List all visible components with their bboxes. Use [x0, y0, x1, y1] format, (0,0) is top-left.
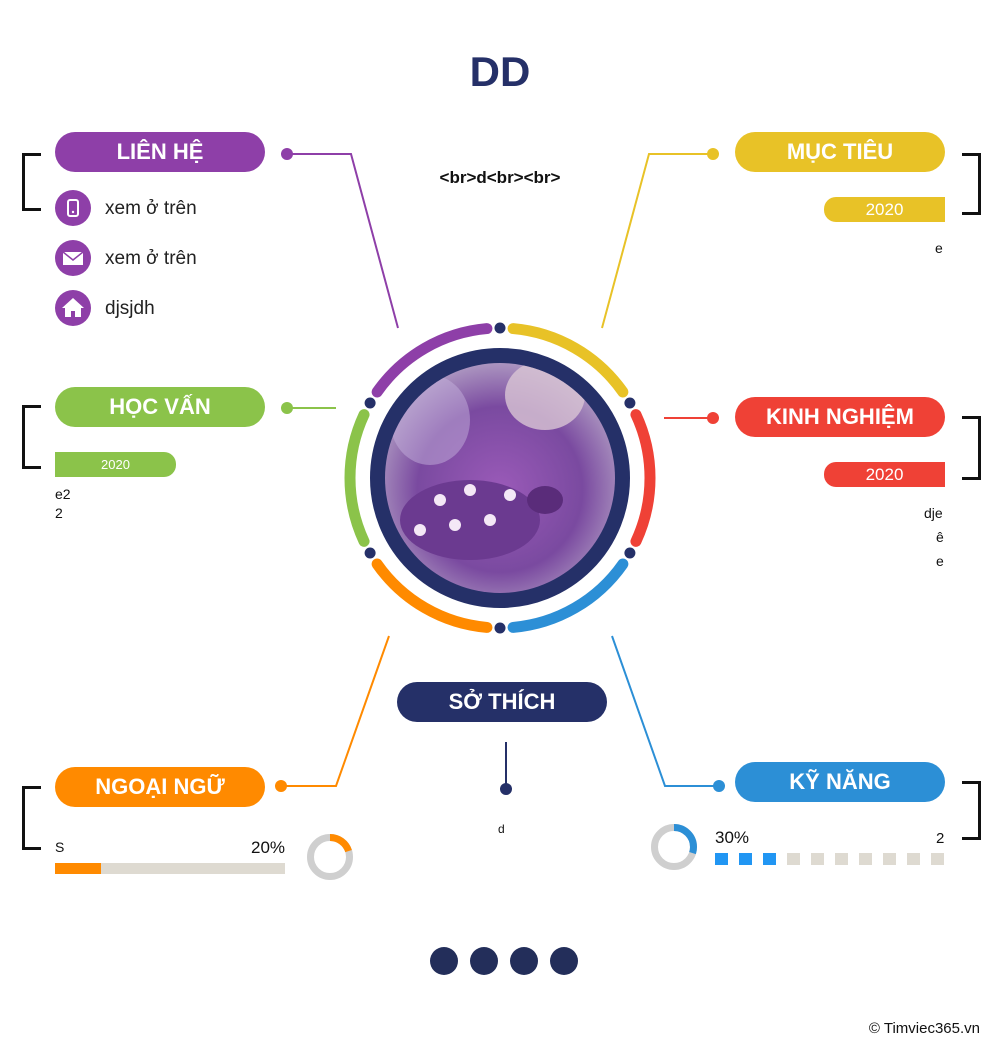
contact-connector-dot	[281, 148, 293, 160]
ring-divider-dot	[364, 397, 376, 409]
language-item: S	[55, 839, 65, 855]
ring-arc-objective	[507, 323, 629, 398]
objective-connector-dot	[707, 148, 719, 160]
hobbies-heading: SỞ THÍCH	[397, 682, 607, 722]
experience-connector-dot	[707, 412, 719, 424]
language-connector-dot	[275, 780, 287, 792]
ring-divider-dot	[494, 322, 506, 334]
education-connector-dot	[281, 402, 293, 414]
skills-bracket	[962, 781, 981, 840]
skill-rating-square	[739, 853, 752, 865]
profile-photo	[385, 363, 615, 593]
language-donut	[307, 834, 353, 880]
education-year-tag: 2020	[55, 452, 176, 477]
experience-heading: KINH NGHIỆM	[735, 397, 945, 437]
language-percent: 20%	[251, 838, 286, 857]
ring-arc-experience	[630, 409, 656, 547]
skill-rating-square	[931, 853, 944, 865]
objective-heading: MỤC TIÊU	[735, 132, 945, 172]
contact-connector	[287, 153, 399, 329]
language-progress-fill	[55, 863, 101, 874]
objective-year-tag: 2020	[824, 197, 945, 222]
skill-rating-square	[859, 853, 872, 865]
language-heading: NGOẠI NGỮ	[55, 767, 265, 807]
contact-email-text: xem ở trên	[105, 248, 197, 269]
ring-arc-education	[344, 409, 370, 547]
experience-line-1: dje	[924, 505, 943, 521]
ring-divider-dot	[494, 622, 506, 634]
center-note: <br>d<br><br>	[439, 168, 561, 187]
ring-arc-language	[371, 558, 493, 633]
education-line-1: e2	[55, 486, 71, 502]
skill-rating-square	[787, 853, 800, 865]
contact-bracket	[22, 153, 41, 211]
skills-item: 2	[936, 830, 945, 847]
page-title: DD	[469, 48, 531, 95]
skill-rating-square	[883, 853, 896, 865]
hobby-text: d	[498, 822, 505, 836]
phone-icon	[55, 190, 91, 226]
skill-rating-square	[715, 853, 728, 865]
contact-phone-text: xem ở trên	[105, 198, 197, 219]
skills-connector	[611, 635, 719, 787]
skills-connector-dot	[713, 780, 725, 792]
skills-heading: KỸ NĂNG	[735, 762, 945, 802]
language-connector	[281, 635, 390, 787]
language-bracket	[22, 786, 41, 850]
education-line-2: 2	[55, 505, 63, 521]
objective-text: e	[935, 240, 943, 256]
skills-percent: 30%	[715, 828, 750, 847]
hobby-connector-dot	[500, 783, 512, 795]
page-dot-4[interactable]	[550, 947, 578, 975]
ring-divider-dot	[364, 547, 376, 559]
language-progress-track	[55, 863, 285, 874]
page-dot-3[interactable]	[510, 947, 538, 975]
objective-bracket	[962, 153, 981, 215]
experience-line-2: ê	[936, 529, 944, 545]
footer-copyright: © Timviec365.vn	[868, 1020, 980, 1037]
ring-arc-skills	[507, 558, 629, 633]
contact-address-text: djsjdh	[105, 298, 155, 319]
education-heading: HỌC VẤN	[55, 387, 265, 427]
photo-frame	[370, 348, 630, 608]
skill-rating-square	[763, 853, 776, 865]
experience-year-tag: 2020	[824, 462, 945, 487]
skills-donut	[651, 824, 697, 870]
envelope-icon	[55, 240, 91, 276]
experience-line-3: e	[936, 553, 944, 569]
experience-bracket	[962, 416, 981, 480]
skill-rating-square	[811, 853, 824, 865]
ring-divider-dot	[624, 397, 636, 409]
ring-arc-contact	[371, 323, 493, 398]
education-bracket	[22, 405, 41, 469]
ring-divider-dot	[624, 547, 636, 559]
objective-connector	[601, 153, 713, 329]
page-dot-2[interactable]	[470, 947, 498, 975]
contact-heading: LIÊN HỆ	[55, 132, 265, 172]
home-icon	[55, 290, 91, 326]
skill-rating-square	[835, 853, 848, 865]
skill-rating-square	[907, 853, 920, 865]
page-dot-1[interactable]	[430, 947, 458, 975]
